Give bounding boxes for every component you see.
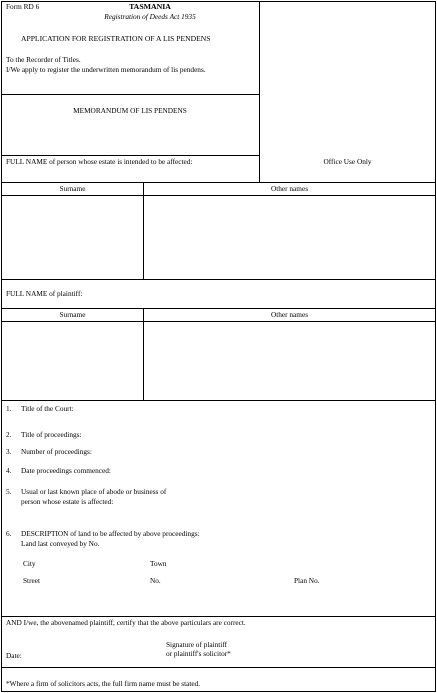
item-2-label: Title of proceedings:: [21, 430, 82, 439]
footnote: *Where a firm of solicitors acts, the fu…: [6, 679, 201, 688]
land-street-label: Street: [23, 576, 41, 585]
plaintiff-surname-field[interactable]: [2, 322, 142, 399]
table1-bottom: [1, 279, 435, 280]
land-town-label: Town: [150, 559, 167, 568]
plaintiff-surname-header: Surname: [59, 310, 86, 319]
table1-header-line: [1, 195, 435, 196]
office-use-divider: [259, 1, 260, 182]
table2-col-divider: [143, 308, 144, 400]
plaintiff-other-names-field[interactable]: [144, 322, 434, 399]
item-4-label: Date proceedings commenced:: [21, 466, 111, 475]
divider-memorandum: [1, 155, 260, 156]
affected-person-heading: FULL NAME of person whose estate is inte…: [6, 157, 193, 166]
item-1-number: 1.: [6, 404, 12, 413]
item-2-number: 2.: [6, 430, 12, 439]
divider-application: [1, 94, 260, 95]
affected-surname-header: Surname: [59, 184, 86, 193]
item-4-number: 4.: [6, 466, 12, 475]
land-no-label: No.: [150, 576, 161, 585]
signature-label-1: Signature of plaintiff: [166, 640, 228, 649]
memorandum-title: MEMORANDUM OF LIS PENDENS: [73, 106, 187, 115]
plaintiff-other-names-header: Other names: [270, 310, 309, 319]
table1-top: [1, 182, 435, 183]
item-6-number: 6.: [6, 529, 12, 538]
land-plan-no-label: Plan No.: [294, 576, 320, 585]
divider-certification: [1, 616, 435, 617]
item-3-number: 3.: [6, 447, 12, 456]
land-city-label: City: [23, 559, 36, 568]
certification-text: AND I/we, the abovenamed plaintiff, cert…: [6, 618, 246, 627]
affected-surname-field[interactable]: [2, 196, 142, 278]
table2-header-line: [1, 321, 435, 322]
divider-footnote: [1, 667, 435, 668]
addressee: To the Recorder of Titles.: [6, 55, 81, 64]
item-5-label: Usual or last known place of abode or bu…: [21, 487, 167, 496]
item-5-number: 5.: [6, 487, 12, 496]
office-use-label: Office Use Only: [323, 157, 372, 166]
act-name: Registration of Deeds Act 1935: [104, 12, 196, 21]
item-1-label: Title of the Court:: [21, 404, 74, 413]
plaintiff-heading: FULL NAME of plaintiff:: [6, 289, 83, 298]
affected-other-names-field[interactable]: [144, 196, 434, 278]
item-6-label: DESCRIPTION of land to be affected by ab…: [21, 529, 200, 538]
applicant-statement: I/We apply to register the underwritten …: [6, 65, 206, 74]
signature-label-2: or plaintiff's solicitor*: [166, 649, 231, 658]
date-field[interactable]: [26, 650, 146, 662]
table2-top: [1, 308, 435, 309]
affected-other-names-header: Other names: [270, 184, 309, 193]
table1-col-divider: [143, 182, 144, 279]
item-5-label-cont: person whose estate is affected:: [21, 497, 114, 506]
date-label: Date:: [6, 651, 22, 660]
item-3-label: Number of proceedings:: [21, 447, 92, 456]
item-6-label-cont: Land last conveyed by No.: [21, 539, 100, 548]
application-title: APPLICATION FOR REGISTRATION OF A LIS PE…: [21, 34, 211, 43]
signature-field[interactable]: [260, 640, 430, 662]
table2-bottom: [1, 400, 435, 401]
form-number: Form RD 6: [6, 2, 40, 11]
jurisdiction-heading: TASMANIA: [129, 2, 171, 11]
